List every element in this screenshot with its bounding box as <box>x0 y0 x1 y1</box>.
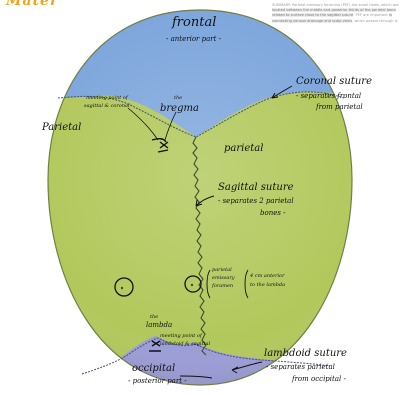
label-bregma: bregma <box>160 104 199 114</box>
note-highlight: related to surface close to the sagittal… <box>272 13 353 17</box>
note-segment: SUMMARY: Parietal emissary foramina (PEF… <box>272 3 399 7</box>
label-occipital: occipital <box>132 364 175 374</box>
label-sagittal-desc-2: bones - <box>260 210 286 217</box>
label-frontal: frontal <box>172 16 216 29</box>
label-foramen-1: parietal <box>212 268 232 273</box>
label-lambda: lambda <box>146 322 172 329</box>
research-note: SUMMARY: Parietal emissary foramina (PEF… <box>272 3 402 34</box>
label-foramen-dist-1: 4 cm anterior <box>250 274 284 279</box>
label-sagittal-desc-1: - separates 2 parietal <box>218 198 294 205</box>
note-segment: . PEF are important <box>353 13 389 17</box>
label-sagittal-title: Sagittal suture <box>218 183 294 193</box>
label-lambda-desc-1: meeting point of <box>160 334 202 339</box>
label-coronal-desc-2: from parietal <box>316 104 363 111</box>
label-foramen-2: emissary <box>212 276 235 281</box>
foramen-circle-left-dot <box>121 287 123 289</box>
label-foramen-3: foramen <box>212 284 233 289</box>
label-lambdoid-desc-2: from occipital - <box>292 376 346 383</box>
label-lambda-the: the <box>150 315 158 320</box>
label-frontal-sub: - anterior part - <box>166 36 221 43</box>
note-segment: , which passes through it. <box>352 19 398 23</box>
label-occipital-sub: - posterior part - <box>128 378 187 385</box>
label-foramen-dist-2: to the lambda <box>250 283 285 288</box>
label-coronal-desc-1: - separates frontal <box>296 93 361 100</box>
note-highlight: located between the middle and posterior… <box>272 8 396 12</box>
label-bregma-desc-1: meeting point of <box>86 96 128 101</box>
label-parietal-right: parietal <box>224 144 263 154</box>
label-coronal-title: Coronal suture <box>296 77 372 87</box>
label-bregma-desc-2: sagittal & coronal <box>84 104 130 109</box>
label-lambdoid-title: lambdoid suture <box>264 349 347 359</box>
foramen-circle-right-dot <box>191 284 193 286</box>
label-lambda-desc-2: lambdoid & sagittal <box>160 342 210 347</box>
label-bregma-the: the <box>174 96 182 101</box>
label-parietal-left: Parietal <box>42 123 81 133</box>
label-lambdoid-desc-1: - separates parietal <box>266 364 335 371</box>
